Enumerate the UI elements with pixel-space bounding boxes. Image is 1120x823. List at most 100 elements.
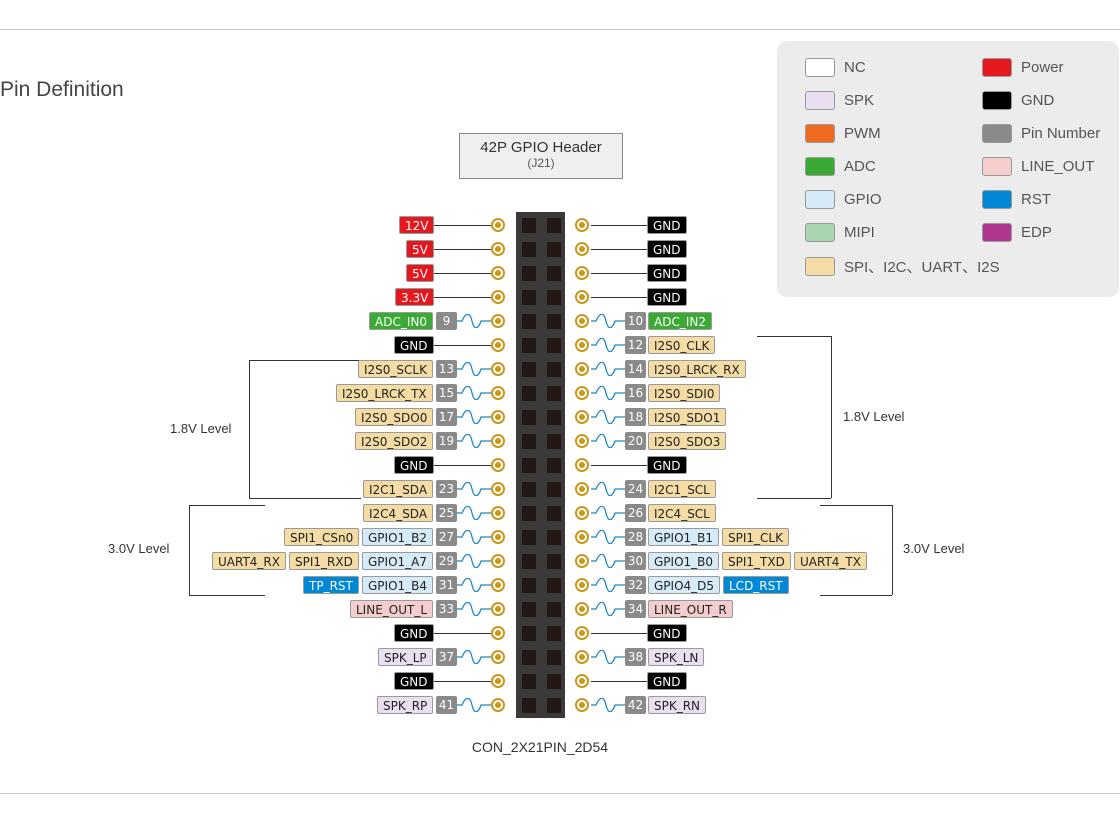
right-pin-pad xyxy=(575,242,589,256)
header-pin-cell xyxy=(522,626,536,641)
trace-wave-icon xyxy=(457,386,491,400)
header-pin-cell xyxy=(547,554,561,569)
pin-label-bus: I2C1_SDA xyxy=(363,480,434,498)
trace-line xyxy=(591,465,647,466)
bracket-line xyxy=(757,336,831,337)
legend-item: RST xyxy=(982,190,1051,209)
pin-label-spk: SPK_LN xyxy=(648,648,705,666)
header-pin-cell xyxy=(547,218,561,233)
pin-label-bus: SPI1_RXD xyxy=(289,552,359,570)
header-pin-cell xyxy=(522,698,536,713)
legend-swatch xyxy=(982,91,1012,110)
bracket-line xyxy=(249,360,250,498)
trace-line xyxy=(434,345,491,346)
pin-label-bus: SPI1_CSn0 xyxy=(284,528,360,546)
trace-wave-icon xyxy=(591,386,625,400)
legend-item: LINE_OUT xyxy=(982,157,1094,176)
bracket-line xyxy=(189,505,190,595)
trace-wave-icon xyxy=(457,554,491,568)
trace-wave-icon xyxy=(457,482,491,496)
pin-label-bus: I2C4_SDA xyxy=(363,504,434,522)
header-pin-cell xyxy=(547,290,561,305)
level-label-left-1v8: 1.8V Level xyxy=(170,421,232,436)
legend-item: EDP xyxy=(982,223,1052,242)
legend-label: PWM xyxy=(844,125,881,142)
legend-swatch xyxy=(805,157,835,176)
right-pin-pad xyxy=(575,386,589,400)
legend-item: PWM xyxy=(805,124,881,143)
right-pin-pad xyxy=(575,434,589,448)
pin-label-line: LINE_OUT_L xyxy=(350,600,434,618)
level-label-right-3v0: 3.0V Level xyxy=(903,541,965,556)
right-pin-pad xyxy=(575,578,589,592)
pin-number: 32 xyxy=(625,576,646,594)
left-pin-pad xyxy=(491,626,505,640)
pin-number: 26 xyxy=(625,504,646,522)
pin-number: 33 xyxy=(436,600,457,618)
header-title-box: 42P GPIO Header (J21) xyxy=(459,133,623,179)
trace-wave-icon xyxy=(457,602,491,616)
left-pin-pad xyxy=(491,602,505,616)
left-pin-pad xyxy=(491,290,505,304)
header-pin-cell xyxy=(547,458,561,473)
trace-wave-icon xyxy=(591,338,625,352)
pin-label-gpio: GPIO1_B0 xyxy=(648,552,720,570)
pin-label-bus: UART4_TX xyxy=(794,552,867,570)
legend-label: Power xyxy=(1021,59,1064,76)
bracket-line xyxy=(820,505,892,506)
right-pin-pad xyxy=(575,410,589,424)
pin-number: 16 xyxy=(625,384,646,402)
trace-line xyxy=(591,273,647,274)
legend-swatch xyxy=(805,190,835,209)
trace-line xyxy=(591,225,647,226)
pin-label-bus: I2S0_LRCK_RX xyxy=(648,360,746,378)
trace-line xyxy=(591,633,647,634)
trace-wave-icon xyxy=(591,602,625,616)
header-subtitle: (J21) xyxy=(527,156,555,170)
header-pin-cell xyxy=(522,362,536,377)
right-pin-pad xyxy=(575,530,589,544)
pin-label-bus: I2S0_CLK xyxy=(648,336,716,354)
trace-wave-icon xyxy=(591,314,625,328)
left-pin-pad xyxy=(491,698,505,712)
pin-label-bus: I2S0_SDI0 xyxy=(648,384,721,402)
pin-label-adc: ADC_IN0 xyxy=(369,312,433,330)
legend-label: SPI、I2C、UART、I2S xyxy=(844,259,1000,276)
pin-label-gnd: GND xyxy=(647,216,687,234)
header-pin-cell xyxy=(522,338,536,353)
pin-label-power: 5V xyxy=(406,240,434,258)
trace-wave-icon xyxy=(457,410,491,424)
header-pin-cell xyxy=(547,506,561,521)
pin-number: 25 xyxy=(436,504,457,522)
right-pin-pad xyxy=(575,290,589,304)
right-pin-pad xyxy=(575,674,589,688)
trace-wave-icon xyxy=(591,410,625,424)
bracket-line xyxy=(249,498,361,499)
right-pin-pad xyxy=(575,458,589,472)
pin-label-bus: I2S0_SDO0 xyxy=(355,408,434,426)
legend-item: GND xyxy=(982,91,1054,110)
header-pin-cell xyxy=(547,434,561,449)
pin-label-gnd: GND xyxy=(647,672,687,690)
pin-number: 18 xyxy=(625,408,646,426)
pin-number: 13 xyxy=(436,360,457,378)
legend-label: EDP xyxy=(1021,224,1052,241)
pin-number: 20 xyxy=(625,432,646,450)
trace-wave-icon xyxy=(457,506,491,520)
pin-number: 12 xyxy=(625,336,646,354)
trace-wave-icon xyxy=(457,362,491,376)
trace-wave-icon xyxy=(591,362,625,376)
pin-label-rst: TP_RST xyxy=(303,576,359,594)
left-pin-pad xyxy=(491,650,505,664)
header-pin-cell xyxy=(522,650,536,665)
pin-number: 27 xyxy=(436,528,457,546)
pin-label-bus: SPI1_TXD xyxy=(722,552,791,570)
header-pin-cell xyxy=(522,410,536,425)
pin-label-gnd: GND xyxy=(394,336,434,354)
bottom-divider xyxy=(0,793,1120,794)
pin-label-power: 12V xyxy=(399,216,435,234)
pin-label-gpio: GPIO4_D5 xyxy=(648,576,721,594)
trace-line xyxy=(434,297,491,298)
pin-number: 17 xyxy=(436,408,457,426)
pin-label-rst: LCD_RST xyxy=(723,576,789,594)
